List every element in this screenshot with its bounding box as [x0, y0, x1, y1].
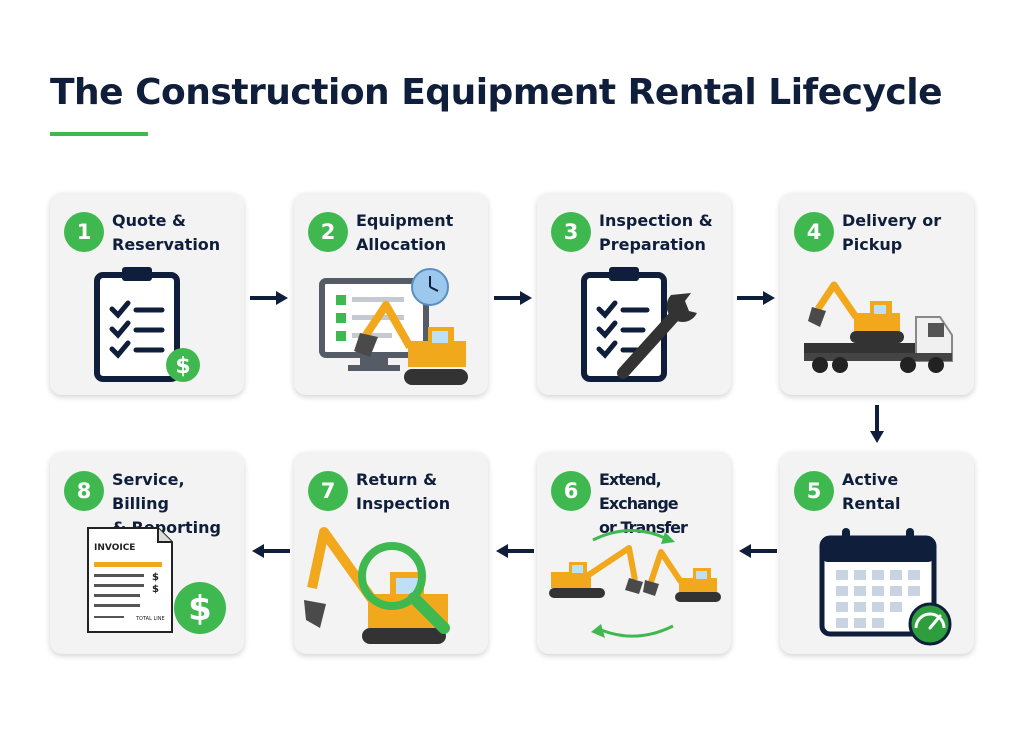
step-label: Inspection & Preparation [599, 211, 713, 254]
arrow-down-icon [870, 405, 884, 443]
truck-excavator-icon [804, 281, 953, 373]
step-card-7: 7 Return & Inspection [294, 452, 488, 654]
invoice-heading: INVOICE [94, 543, 135, 553]
excavator-magnifier-icon [304, 527, 450, 644]
svg-text:$: $ [188, 589, 212, 629]
step-card-8: 8 Service, Billing & Reporting INVOICE $… [50, 452, 244, 654]
excavator-swap-icon [549, 528, 721, 638]
step-number: 8 [64, 471, 104, 511]
step-card-2: 2 Equipment Allocation [294, 193, 488, 395]
arrow-right-icon [494, 291, 532, 305]
step-number: 2 [308, 212, 348, 252]
page-title: The Construction Equipment Rental Lifecy… [50, 72, 943, 113]
arrow-right-icon [250, 291, 288, 305]
invoice-dollar-icon: INVOICE $ $ TOTAL LINE $ [87, 527, 226, 634]
step-label: Quote & Reservation [112, 211, 221, 254]
step-card-6: 6 Extend, Exchange or Transfer [537, 452, 731, 654]
step-card-4: 4 Delivery or Pickup [780, 193, 974, 395]
step-number: 6 [551, 471, 591, 511]
clipboard-wrench-icon [581, 267, 697, 382]
step-card-3: 3 Inspection & Preparation [537, 193, 731, 395]
step-number: 4 [794, 212, 834, 252]
step-label: Delivery or Pickup [842, 211, 942, 254]
invoice-total-line: TOTAL LINE [135, 616, 165, 622]
arrow-left-icon [252, 544, 290, 558]
svg-text:$: $ [152, 584, 159, 595]
svg-text:$: $ [175, 354, 190, 379]
arrow-left-icon [739, 544, 777, 558]
step-label: Return & Inspection [356, 470, 451, 513]
calendar-gauge-icon [819, 528, 952, 646]
monitor-excavator-icon [319, 268, 468, 385]
step-label: Equipment Allocation [356, 211, 454, 254]
step-number: 3 [551, 212, 591, 252]
step-label: Active Rental [842, 470, 901, 513]
step-number: 1 [64, 212, 104, 252]
step-label: Extend, Exchange or Transfer [599, 470, 688, 537]
title-underline [50, 132, 148, 136]
step-card-1: 1 Quote & Reservation $ [50, 193, 244, 395]
step-number: 5 [794, 471, 834, 511]
step-number: 7 [308, 471, 348, 511]
arrow-right-icon [737, 291, 775, 305]
svg-text:$: $ [152, 572, 159, 583]
step-card-5: 5 Active Rental [780, 452, 974, 654]
arrow-left-icon [496, 544, 534, 558]
clipboard-dollar-icon: $ [94, 267, 200, 382]
